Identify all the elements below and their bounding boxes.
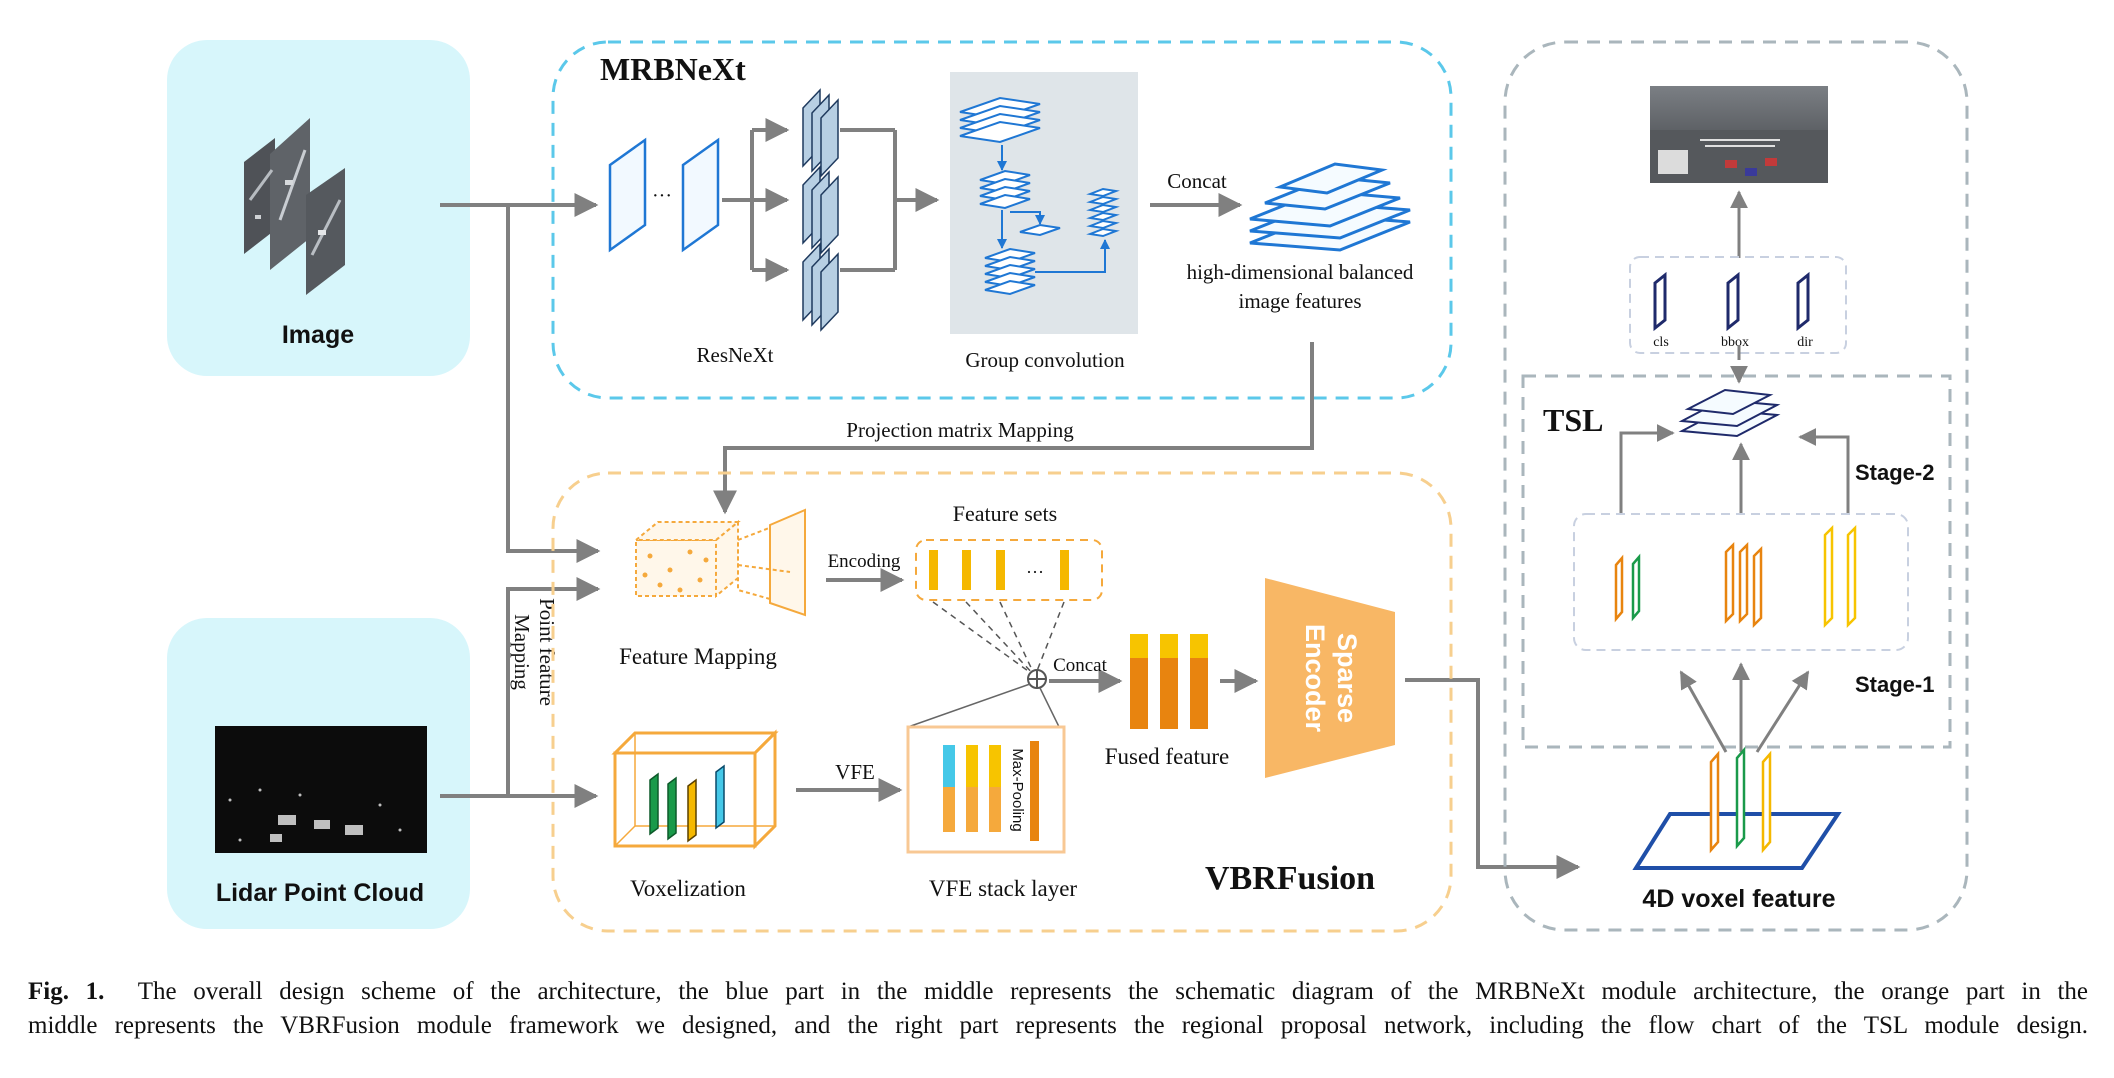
point-feature-line1: Point feature [535,598,559,706]
lidar-label: Lidar Point Cloud [216,879,424,907]
voxel-label: 4D voxel feature [1642,885,1835,913]
caption-line-1: Fig. 1. The overall design scheme of the… [28,975,2088,1009]
vfe-stack-label: VFE stack layer [929,876,1078,901]
voxel-feature-plane [1632,746,1842,870]
point-feature-line2: Mapping [510,614,534,690]
lidar-thumbnail [215,726,427,853]
lidar-panel: Lidar Point Cloud [167,618,470,929]
encoding-label: Encoding [828,551,901,572]
sparse-line2: Encoder [1300,624,1330,733]
sparse-line1: Sparse [1332,633,1362,723]
output-photo [1650,86,1828,183]
group-conv-label: Group convolution [965,348,1125,372]
rpn-block: cls bbox dir TSL Stage-2 Stage-1 [1503,40,1969,932]
vbrfusion-title: VBRFusion [1205,860,1375,897]
projection-label: Projection matrix Mapping [846,418,1074,442]
feature-mapping-label: Feature Mapping [619,644,777,669]
tsl-label: TSL [1543,402,1603,438]
tsl-stack [1678,388,1781,438]
caption-line1-text: The overall design scheme of the archite… [137,978,2089,1005]
point-feature-label: Point feature Mapping [510,598,559,706]
features-label-line2: image features [1238,289,1361,313]
feature-sets-label: Feature sets [953,501,1057,526]
cls-label: cls [1653,335,1669,350]
high-dim-features [1249,162,1411,252]
bbox-label: bbox [1721,335,1749,350]
fused-feature [1130,634,1208,729]
max-pooling-label: Max-Pooling [1009,748,1026,831]
feature-sets-box: ··· [915,539,1103,601]
group-conv-box [950,72,1138,334]
image-thumbnails [244,118,345,295]
vbr-concat-label: Concat [1053,655,1108,676]
resnext-maps: ··· [608,137,720,253]
mrbnext-title: MRBNeXt [600,51,746,87]
mrbnext-concat-label: Concat [1167,169,1227,193]
stage1-features [1614,524,1857,629]
stage2-label: Stage-2 [1855,460,1934,485]
features-label-line1: high-dimensional balanced [1187,260,1414,284]
vfe-stack: Max-Pooling [906,725,1066,854]
resnext-groups [802,88,839,332]
tsl-box: TSL Stage-2 Stage-1 [1521,345,1952,753]
dir-label: dir [1797,335,1813,350]
fused-label: Fused feature [1105,744,1230,769]
heads-box: cls bbox dir [1629,256,1847,354]
feature-sets-ellipsis: ··· [1026,562,1044,582]
concat-dashes [932,601,1065,677]
lidar-points [228,788,402,842]
image-panel: Image [167,40,470,376]
resnext-ellipsis: ··· [652,185,672,207]
resnext-label: ResNeXt [697,343,774,367]
stage1-label: Stage-1 [1855,672,1934,697]
mrbnext-block: MRBNeXt ··· ResNeXt [551,40,1453,400]
image-label: Image [282,321,354,349]
vbrfusion-block: VBRFusion Feature Mapping Encoding Featu… [551,471,1453,933]
sparse-encoder: Sparse Encoder [1265,578,1395,778]
voxelization-label: Voxelization [630,876,746,901]
caption-line-2: middle represents the VBRFusion module f… [28,1012,2088,1039]
figure-caption: Fig. 1. The overall design scheme of the… [28,975,2088,1043]
caption-fig-label: Fig. 1. [28,978,105,1005]
voxelization-cube [611,729,779,850]
feature-mapping-shape [633,508,806,617]
vfe-label: VFE [835,760,875,784]
